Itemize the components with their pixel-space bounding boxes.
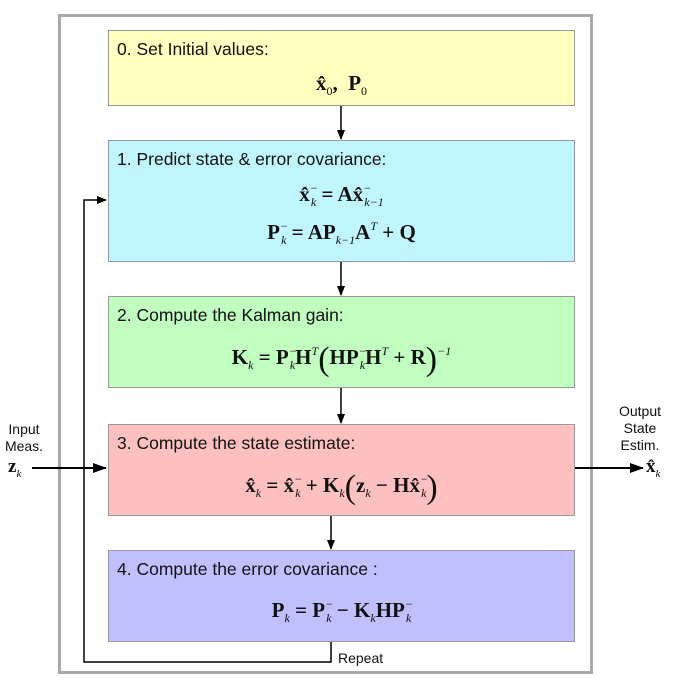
step-predict: 1. Predict state & error covariance: x̂−…: [108, 140, 575, 262]
repeat-loop: [83, 196, 332, 663]
step-state-estimate: 3. Compute the state estimate: x̂k = x̂−…: [108, 424, 575, 516]
equation-error-covariance: Pk = P−k − KkHP−k: [271, 597, 413, 625]
equation-state-estimate: x̂k = x̂−k + Kk(zk − Hx̂−k): [245, 469, 438, 506]
equation-state-predict: x̂−k = Ax̂−k−1: [299, 181, 384, 209]
input-symbol: zk: [8, 456, 22, 480]
equation-covariance-predict: P−k = APk−1AT + Q: [267, 219, 416, 247]
step-title: 0. Set Initial values:: [117, 39, 269, 59]
equation-initial: x̂0, P0: [315, 71, 368, 98]
step-title: 1. Predict state & error covariance:: [117, 149, 387, 169]
input-label: Input Meas.: [4, 421, 44, 454]
output-label: Output State Estim.: [618, 403, 662, 453]
repeat-label: Repeat: [338, 650, 384, 666]
diagram-frame: [58, 14, 593, 674]
step-title: 2. Compute the Kalman gain:: [117, 305, 344, 325]
step-title: 4. Compute the error covariance :: [117, 559, 378, 579]
output-symbol: x̂k: [646, 456, 661, 480]
step-error-covariance: 4. Compute the error covariance : Pk = P…: [108, 550, 575, 642]
step-kalman-gain: 2. Compute the Kalman gain: Kk = P−kHT(H…: [108, 296, 575, 388]
step-initial-values: 0. Set Initial values: x̂0, P0: [108, 30, 575, 106]
equation-kalman-gain: Kk = P−kHT(HP−kHT + R)−1: [231, 341, 452, 378]
step-title: 3. Compute the state estimate:: [117, 433, 356, 453]
